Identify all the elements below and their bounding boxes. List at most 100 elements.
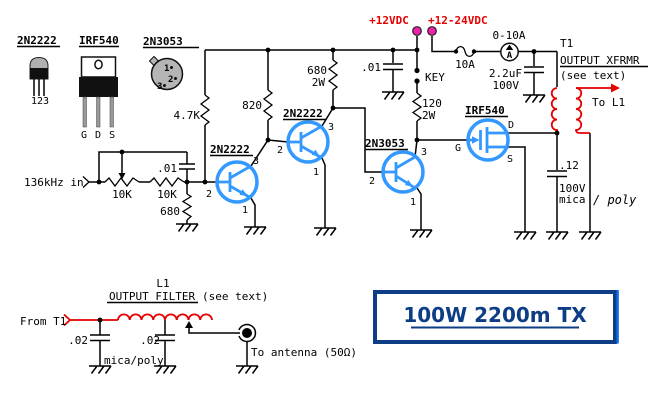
q3-label: 2N3053 [365,137,405,150]
cap-012 [547,170,567,178]
wires-black [89,36,591,366]
meter-range-label: 0-10A [492,29,525,42]
resistor-4.7k [199,94,211,126]
to-l1-label: To L1 [592,96,625,109]
from-t1-chevron-icon [63,313,72,327]
pot-value-label: 10K [112,188,132,201]
transistor-q4-irf540 [466,118,510,162]
supply-12vdc-label: +12VDC [369,14,409,27]
resistor-4.7k-label: 4.7K [174,109,201,122]
q4-gate-arrow-icon [472,136,480,144]
snubber-cap-label: .12 [559,159,579,172]
cap-bypass-01 [383,63,403,71]
resistor-120-watt-label: 2W [422,109,436,122]
q2-base-pin: 2 [277,145,283,156]
meter-letter: A [507,51,513,61]
antenna-connector [185,321,257,343]
capacitors [90,63,567,342]
shunt-resistor-label: 680 [160,205,180,218]
title-box: 100W 2200m TX [373,290,619,344]
legend-to220-label: IRF540 [79,34,119,47]
key-label: KEY [425,71,445,84]
filter-cap1-label: .02 [68,334,88,347]
cap-input-01 [179,163,195,170]
resistor-680-shunt [181,193,193,221]
legend-to92-pins: 123 [31,96,49,107]
q1-base-pin: 2 [206,189,212,200]
terminal-12vdc [412,26,422,36]
q2-label: 2N2222 [283,107,323,120]
t1-secondary-coil [575,87,590,134]
snubber-alt-label: / poly [593,193,637,207]
pot-wiper-arrow [118,173,126,180]
cap-filter-1 [90,334,110,342]
l1-inductor-coil [117,313,213,321]
supply-12-24vdc-label: +12-24VDC [428,14,488,27]
transistor-q1-2n2222 [215,160,259,204]
legend-to220-pins: G D S [81,130,116,141]
pa-cap-label: 2.2uF [489,67,522,80]
resistor-10k [149,176,185,188]
t1-name-label: T1 [560,37,573,50]
input-source-label: 136kHz in [24,176,84,189]
q2-collector-pin: 3 [328,122,334,133]
q4-gate-pin: G [455,143,461,154]
fuse-10a [455,45,475,58]
schematic-title: 100W 2200m TX [403,303,587,327]
transistor-q3-2n3053 [381,150,425,194]
t1-desc-label: OUTPUT XFRMR [560,54,640,67]
q1-collector-pin: 3 [253,156,259,167]
transistor-q2-2n2222 [286,120,330,164]
ammeter: A [500,42,519,62]
resistor-680-label: 680 [307,64,327,77]
q1-emitter-pin: 1 [242,205,248,216]
pa-cap-volts-label: 100V [493,79,520,92]
terminal-12-24vdc [427,26,437,36]
q4-drain-pin: D [508,120,514,131]
q1-label: 2N2222 [210,143,250,156]
q1-emitter-arrow-icon [239,189,248,196]
legend-to39-pin3: 3 [157,82,162,92]
legend-to39-package [148,55,184,91]
resistor-820-label: 820 [242,99,262,112]
q2-emitter-arrow-icon [311,149,320,157]
q3-emitter-arrow-icon [405,179,413,187]
cap-filter-2 [155,334,175,342]
antenna-label: To antenna (50Ω) [251,346,357,359]
meter-needle-icon [505,44,514,50]
legend-to92-package [29,56,49,96]
legend-to220-package [79,56,118,128]
resistor-120-label: 120 [422,97,442,110]
legend-to39-pin1: 1 [164,64,169,74]
filter-name-label: L1 [156,277,169,290]
filter-desc-label: OUTPUT FILTER [109,290,195,303]
t1-note-label: (see text) [560,69,626,82]
wires-red [63,83,620,327]
cap-2_2uf [524,66,544,74]
key-contact-bottom [414,78,420,84]
fuse-label: 10A [455,58,475,71]
from-t1-label: From T1 [20,315,66,328]
q4-source-pin: S [507,154,513,165]
to-l1-arrow-icon [611,83,620,93]
filter-cap2-label: .02 [140,334,160,347]
filter-dielectric-label: mica/poly [104,354,164,367]
potentiometer-10k [104,176,140,188]
snubber-volts-label: 100V [559,182,586,195]
resistor-680-watt-label: 2W [312,76,326,89]
resistor-120-2w [411,92,423,122]
resistor-820 [262,89,274,121]
q3-emitter-pin: 1 [410,197,416,208]
filter-note-label: (see text) [202,290,268,303]
series-resistor-label: 10K [157,188,177,201]
resistor-680-2w [327,59,339,91]
t1-primary-coil [550,87,558,133]
resistors [104,59,423,221]
legend-to39-label: 2N3053 [143,35,183,48]
q2-emitter-pin: 1 [313,167,319,178]
legend-to39-pin2: 2 [168,75,173,85]
labels: 2N2222 123 IRF540 G D S 2N3053 1 2 3 136… [17,14,648,367]
q4-label: IRF540 [465,104,505,117]
key-contact-top [414,67,420,74]
